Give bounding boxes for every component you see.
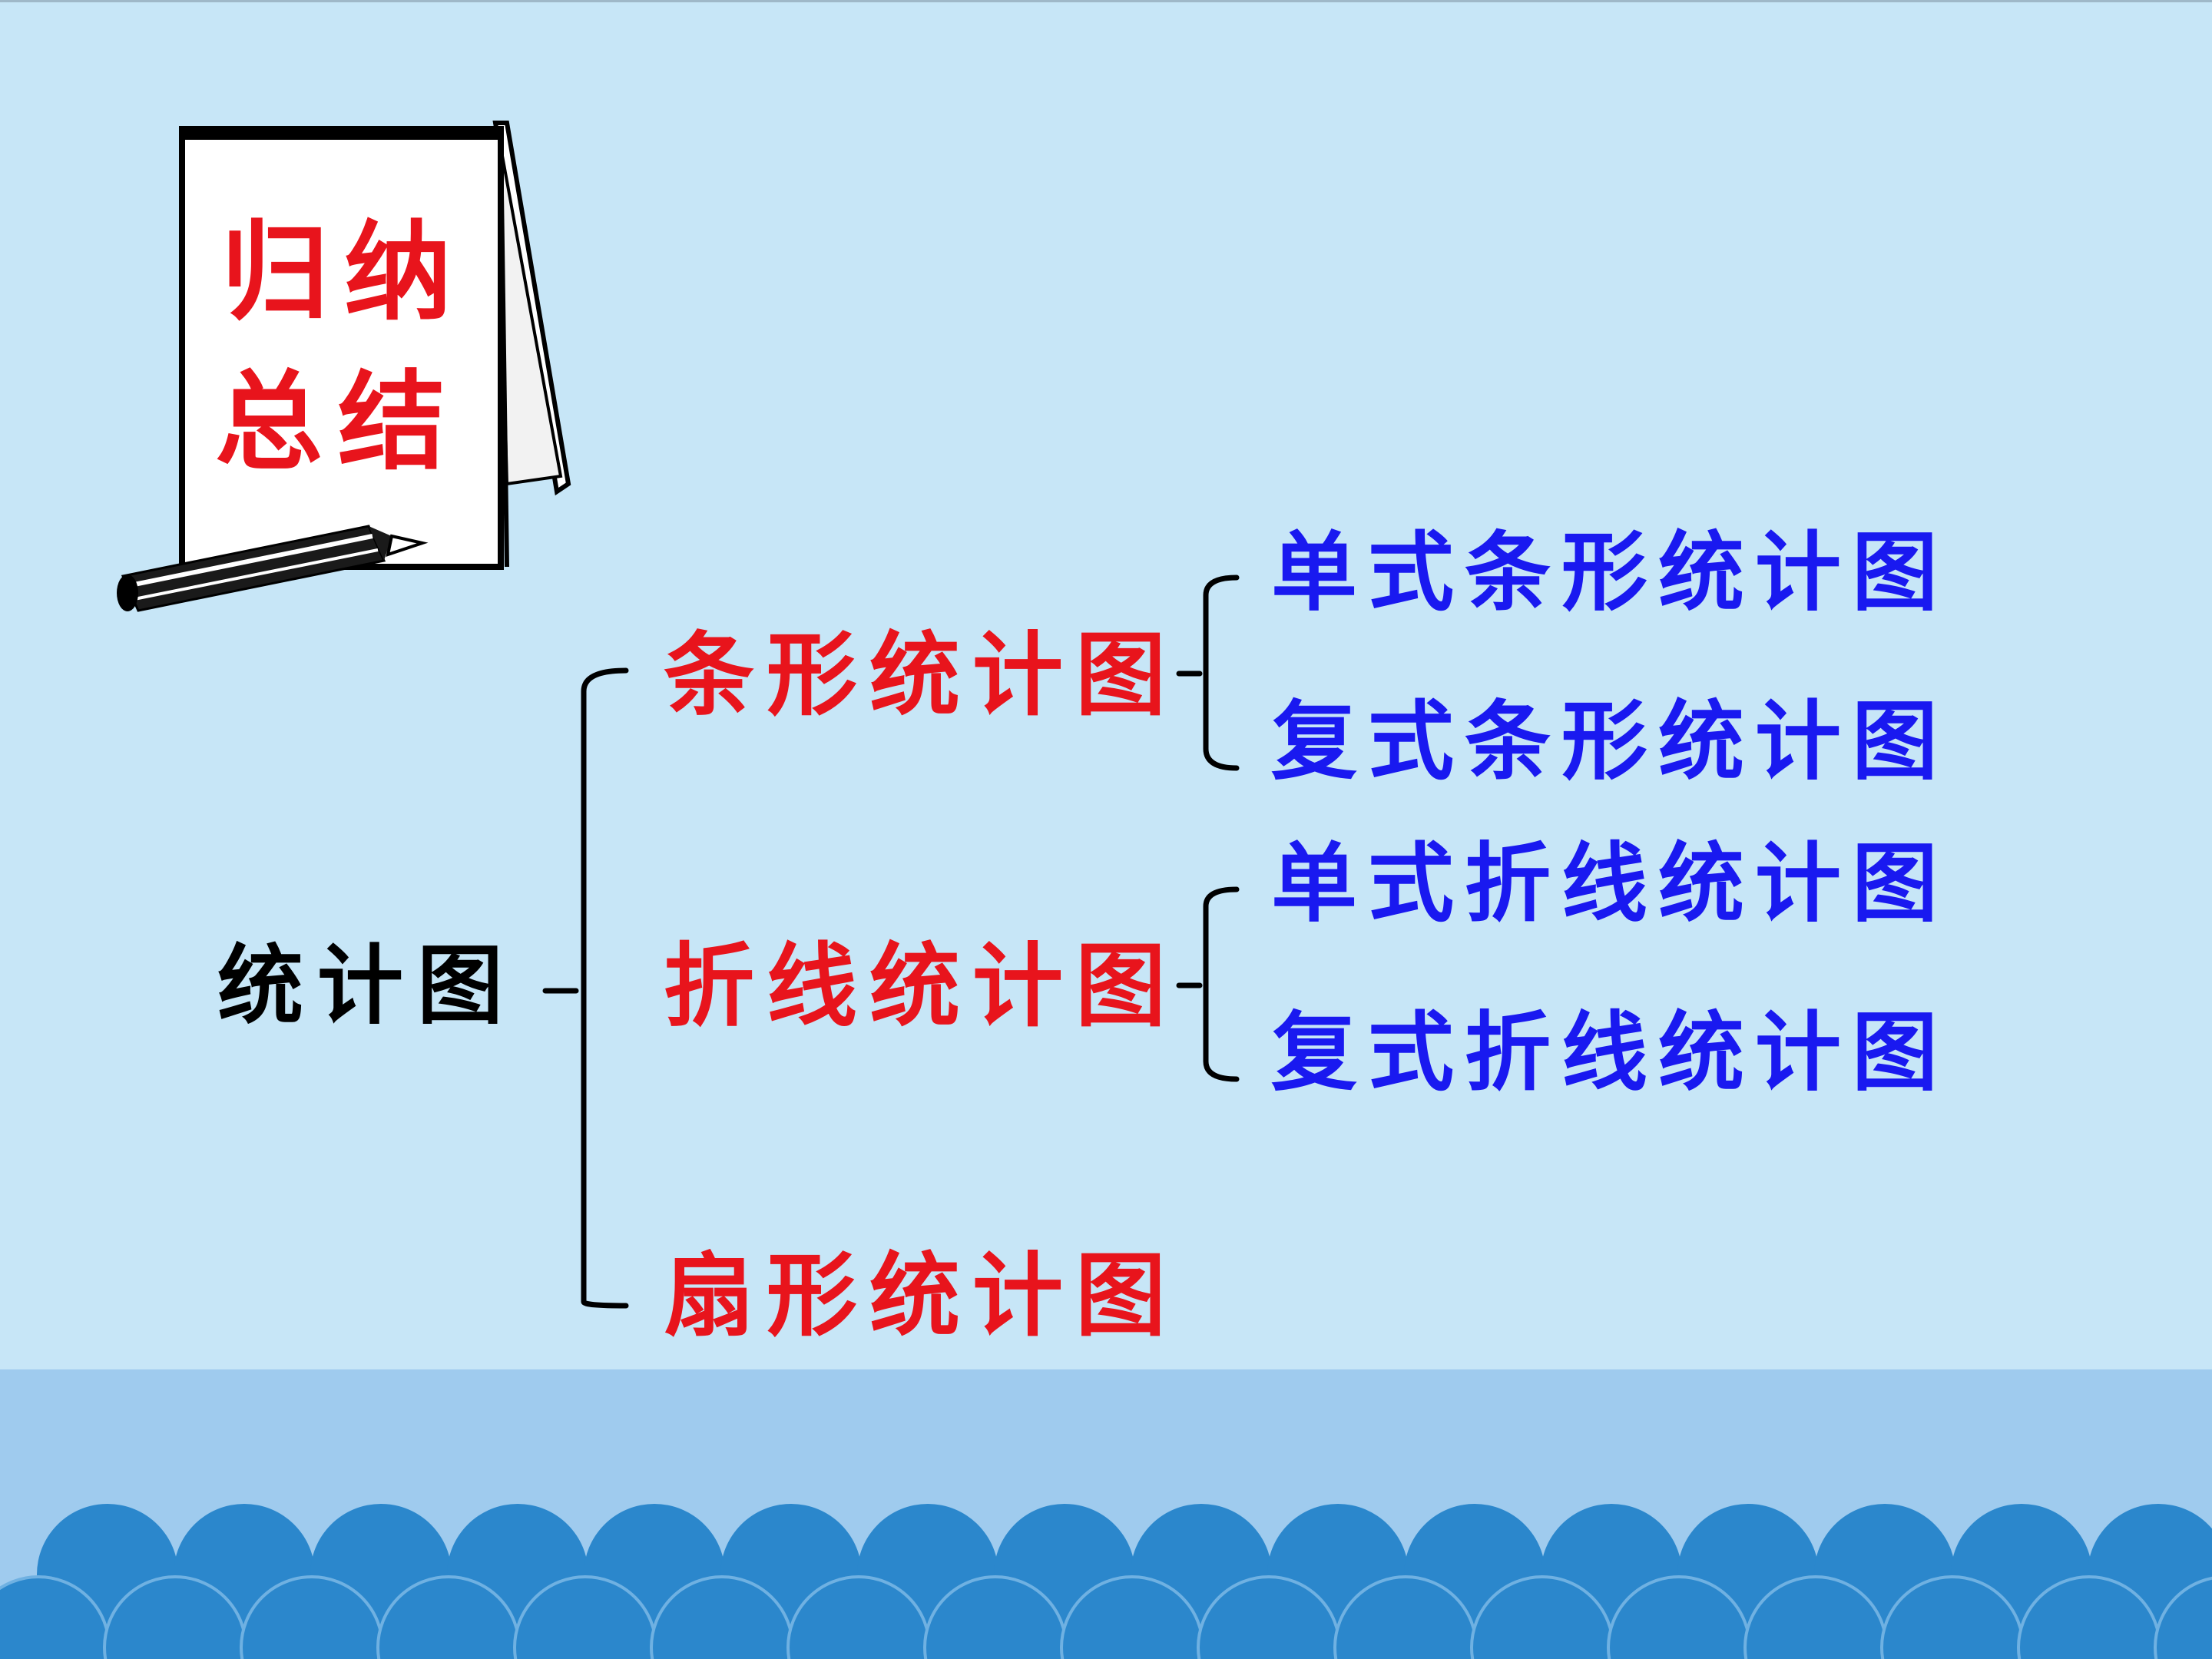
notepad-line-1: 归纳: [221, 210, 468, 336]
notepad-icon: [117, 121, 571, 612]
wave-scallop: [2154, 1576, 2212, 1659]
line-bracket: [1203, 886, 1240, 1082]
single-line-chart-label: 单式折线统计图: [1271, 833, 1949, 934]
bar-bracket: [1203, 575, 1240, 771]
wave-decoration: [0, 1504, 2212, 1659]
pencil-icon: [117, 525, 429, 612]
line-chart-label: 折线统计图: [664, 932, 1179, 1039]
multiple-line-chart-label: 复式折线统计图: [1271, 1002, 1949, 1103]
notepad-illustration: 归纳 总结: [108, 115, 584, 614]
single-bar-chart-label: 单式条形统计图: [1271, 522, 1949, 623]
top-border: [0, 0, 2212, 2]
level1-bracket: [581, 667, 629, 1309]
pie-chart-label: 扇形统计图: [664, 1242, 1179, 1349]
bar-chart-label: 条形统计图: [664, 621, 1179, 728]
notepad-line-2: 总结: [215, 359, 462, 485]
tree-root-label: 统计图: [217, 935, 517, 1036]
multiple-bar-chart-label: 复式条形统计图: [1271, 691, 1949, 792]
